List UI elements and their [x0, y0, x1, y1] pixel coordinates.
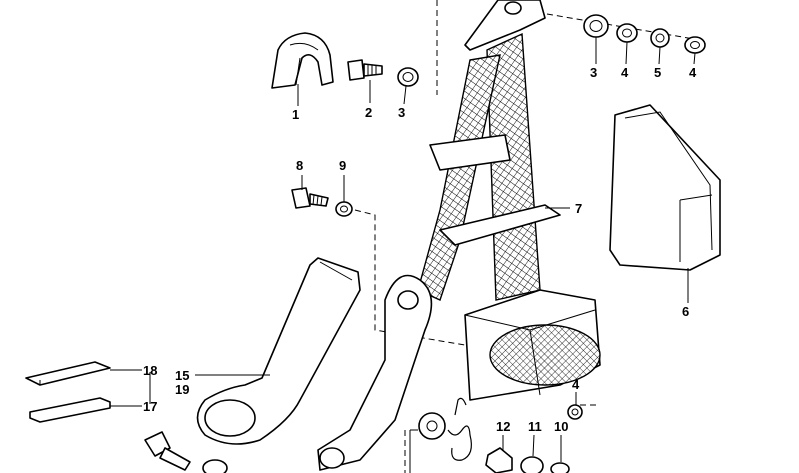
callout-4-washer-a: 4 — [621, 65, 629, 80]
part-plate-18 — [25, 361, 111, 386]
callout-7: 7 — [575, 201, 582, 216]
callout-3-washer: 3 — [590, 65, 597, 80]
part-washer-row — [583, 14, 706, 54]
callout-8: 8 — [296, 158, 303, 173]
part-bolt-8 — [291, 187, 329, 209]
part-bolt-upper — [347, 59, 383, 81]
callout-11: 11 — [528, 419, 542, 434]
part-clip — [271, 32, 334, 89]
part-plate-17 — [29, 397, 111, 423]
callout-6: 6 — [682, 304, 689, 319]
callout-15: 15 — [175, 368, 189, 383]
part-buckle-stalk — [196, 257, 361, 445]
callout-2: 2 — [365, 105, 372, 120]
part-retractor — [464, 289, 601, 401]
leader-lines — [110, 37, 696, 473]
callout-3-nut: 3 — [398, 105, 405, 120]
part-belt-webbing — [417, 32, 541, 301]
part-bolt-lower — [144, 431, 228, 473]
callout-4-washer-b: 4 — [689, 65, 697, 80]
part-retractor-cover — [609, 104, 721, 271]
part-nut-middle — [397, 67, 419, 87]
callout-17: 17 — [143, 399, 157, 414]
callout-19: 19 — [175, 382, 189, 397]
part-belt-guide — [429, 134, 561, 246]
callout-18: 18 — [143, 363, 157, 378]
part-lower-anchor-strap — [317, 274, 433, 471]
part-washer-9 — [335, 201, 353, 217]
callout-labels: 1 2 3 3 4 5 4 6 7 8 9 18 15 19 17 4 12 1… — [143, 65, 697, 434]
callout-5: 5 — [654, 65, 661, 80]
callout-4-lower: 4 — [572, 377, 580, 392]
callout-12: 12 — [496, 419, 510, 434]
callout-1: 1 — [292, 107, 299, 122]
callout-10: 10 — [554, 419, 568, 434]
part-lower-fittings — [418, 397, 583, 473]
callout-9: 9 — [339, 158, 346, 173]
part-belt-anchor — [464, 0, 546, 51]
